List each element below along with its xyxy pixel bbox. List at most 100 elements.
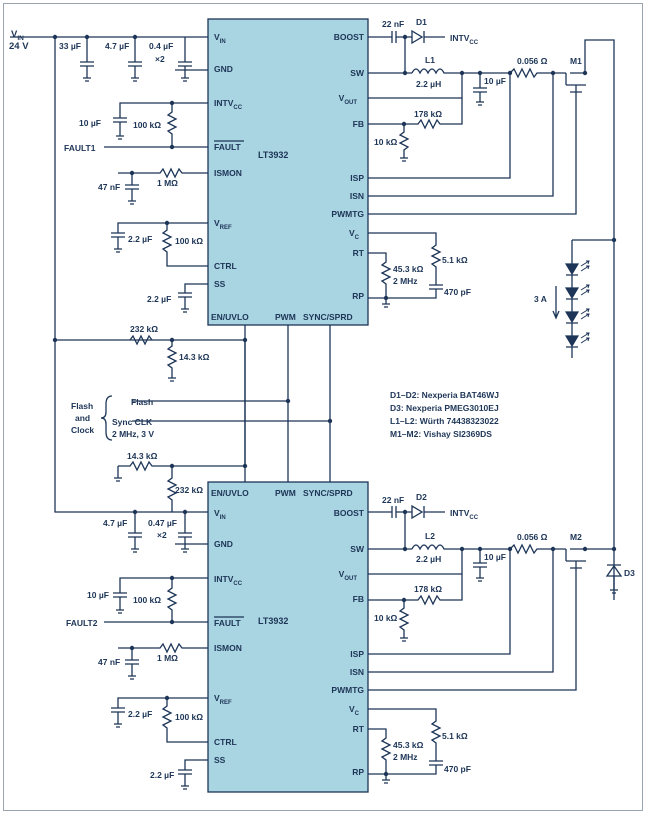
ic-bottom-name: LT3932 <box>258 616 288 626</box>
pin-pwm-bottom: PWM <box>275 488 296 498</box>
pin-isn-bottom: ISN <box>350 667 364 677</box>
rfb-bot-bottom-label: 10 kΩ <box>374 613 398 623</box>
pin-vc-bottom: VC <box>349 704 360 717</box>
cin3-bottom-mult: ×2 <box>157 530 167 540</box>
intvcc-out-bottom: INTVCC <box>450 508 479 521</box>
cismon-top-label: 47 nF <box>98 182 120 192</box>
m2-label: M2 <box>570 532 582 542</box>
l1-value: 2.2 µH <box>416 79 441 89</box>
rt-freq-bottom: 2 MHz <box>393 752 418 762</box>
cin3-top-mult: ×2 <box>155 54 165 64</box>
diagram-frame <box>3 3 643 811</box>
pin-sync-bottom: SYNC/SPRD <box>303 488 353 498</box>
rpull-top-label: 100 kΩ <box>133 120 161 130</box>
ss-network-bottom <box>178 759 208 790</box>
d1-label: D1 <box>416 17 427 27</box>
css-bottom-label: 2.2 µF <box>150 770 174 780</box>
pin-ctrl-top: CTRL <box>214 261 237 271</box>
cin2-bottom-label: 4.7 µF <box>103 518 127 528</box>
cvref-bottom-label: 2.2 µF <box>128 709 152 719</box>
pin-ss-top: SS <box>214 279 226 289</box>
flash-group-line1: Flash <box>71 401 93 411</box>
cvref-top-label: 2.2 µF <box>128 234 152 244</box>
pin-en-uvlo-top: EN/UVLO <box>211 312 249 322</box>
cin2-top-label: 4.7 µF <box>105 41 129 51</box>
ic-bottom <box>207 481 369 793</box>
cin-top <box>80 37 208 82</box>
rrt-top-label: 45.3 kΩ <box>393 264 424 274</box>
pin-rp-top: RP <box>352 291 364 301</box>
ismon-network-top <box>118 167 208 205</box>
sync-label: Sync CLK <box>112 417 153 427</box>
ismon-network-bottom <box>118 642 208 680</box>
pin-pwmtg-bottom: PWMTG <box>331 685 364 695</box>
rfb-top-top-label: 178 kΩ <box>414 109 442 119</box>
ic-bottom-right-pins: BOOST SW VOUT FB ISP ISN PWMTG VC RT RP <box>331 508 365 777</box>
d3-label: D3 <box>624 568 635 578</box>
rvref-bottom-label: 100 kΩ <box>175 712 203 722</box>
led-4 <box>564 332 590 348</box>
pin-boost-top: BOOST <box>334 32 365 42</box>
pin-sw-top: SW <box>350 68 365 78</box>
flash-group-line3: Clock <box>71 425 94 435</box>
cintvcc-bottom-label: 10 µF <box>87 590 109 600</box>
cvc-top-label: 470 pF <box>444 287 471 297</box>
pin-vout-top: VOUT <box>339 93 358 106</box>
pin-vref-bottom: VREF <box>214 693 232 706</box>
note-1: D1–D2: Nexperia BAT46WJ <box>390 390 499 400</box>
rismon-bottom-label: 1 MΩ <box>157 653 178 663</box>
note-4: M1–M2: Vishay SI2369DS <box>390 429 492 439</box>
pin-intvcc-bottom: INTVCC <box>214 574 243 587</box>
pin-intvcc-top: INTVCC <box>214 98 243 111</box>
cvc-bottom-label: 470 pF <box>444 764 471 774</box>
cin3-bottom-label: 0.47 µF <box>148 518 177 528</box>
cboost-bottom-label: 22 nF <box>382 495 404 505</box>
pin-vc-top: VC <box>349 228 360 241</box>
pin-sync-top: SYNC/SPRD <box>303 312 353 322</box>
led-2 <box>564 284 590 300</box>
ruv2-top-label: 14.3 kΩ <box>127 451 158 461</box>
ic-top-left-pins: VIN GND INTVCC FAULT ISMON VREF CTRL SS <box>214 32 244 289</box>
led-current-arrow <box>552 286 560 320</box>
pin-vout-bottom: VOUT <box>339 569 358 582</box>
rsense-top-label: 0.056 Ω <box>517 56 548 66</box>
ic-top <box>207 18 369 326</box>
power-stage-bottom <box>368 504 623 691</box>
rfb-bot-top-label: 10 kΩ <box>374 137 398 147</box>
cin-bottom <box>128 512 208 553</box>
comp-network-top <box>368 232 443 308</box>
pin-gnd-bottom: GND <box>214 539 233 549</box>
note-2: D3: Nexperia PMEG3010EJ <box>390 403 499 413</box>
pin-ismon-top: ISMON <box>214 168 242 178</box>
pin-rt-top: RT <box>353 248 365 258</box>
pin-ismon-bottom: ISMON <box>214 643 242 653</box>
l1-label: L1 <box>425 55 435 65</box>
vin-label: VIN <box>11 29 24 42</box>
pin-fault-bottom: FAULT <box>214 618 242 628</box>
vref-network-top <box>111 220 208 267</box>
ruv-bot-label: 14.3 kΩ <box>179 352 210 362</box>
vref-network-bottom <box>111 695 208 743</box>
led-group <box>564 260 590 348</box>
led-current-label: 3 A <box>534 294 547 304</box>
flash-group-line2: and <box>75 413 90 423</box>
cboost-top-label: 22 nF <box>382 19 404 29</box>
m1-label: M1 <box>570 56 582 66</box>
cismon-bottom-label: 47 nF <box>98 657 120 667</box>
power-stage-top <box>368 29 615 600</box>
pin-sw-bottom: SW <box>350 544 365 554</box>
ic-bottom-left-pins: VIN GND INTVCC FAULT ISMON VREF CTRL SS <box>214 508 244 765</box>
comp-network-bottom <box>368 708 443 784</box>
rfb-top-bottom-label: 178 kΩ <box>414 584 442 594</box>
pin-vref-top: VREF <box>214 218 232 231</box>
led-3 <box>564 308 590 324</box>
pin-pwm-top: PWM <box>275 312 296 322</box>
pin-rp-bottom: RP <box>352 767 364 777</box>
intvcc-network-bottom <box>104 575 208 625</box>
fault1-label: FAULT1 <box>64 143 96 153</box>
rt-freq-top: 2 MHz <box>393 276 418 286</box>
uvlo-divider-bottom <box>114 460 245 512</box>
flash-brace <box>100 395 113 441</box>
ic-top-name: LT3932 <box>258 150 288 160</box>
